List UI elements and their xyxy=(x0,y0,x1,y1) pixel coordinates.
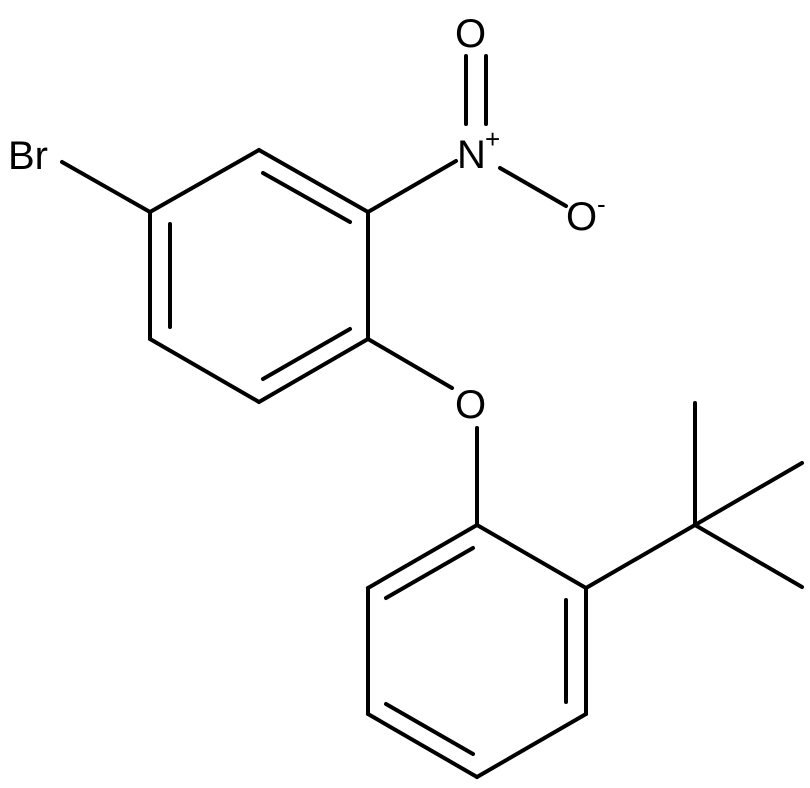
bond-methyl-right-down xyxy=(693,523,804,589)
bond-ring2-c6-c1-inner xyxy=(384,546,475,600)
bond-ring2-c3-c4 xyxy=(475,712,588,779)
atom-o-ether: O xyxy=(455,383,486,427)
tert-butyl-group xyxy=(584,401,804,590)
bond-ring2-c4-c5 xyxy=(366,712,479,779)
bond-ring1-c4-c5 xyxy=(257,337,370,404)
tert-butylphenyl-ring xyxy=(366,523,588,779)
bond-ring2-c4-c5-inner xyxy=(384,702,475,756)
bond-ring1-c1-c2 xyxy=(148,148,261,214)
bromonitrophenyl-ring xyxy=(148,148,370,404)
atom-br: Br xyxy=(8,134,48,178)
bond-ring1-c2-c3-inner xyxy=(261,171,352,224)
bond-ring1-c4-c5-inner xyxy=(261,327,352,381)
atom-o-double: O xyxy=(455,12,486,56)
bond-ring1-c5-c6 xyxy=(148,337,261,404)
bond-methyl-right-up xyxy=(693,461,804,527)
atom-n: N xyxy=(457,133,486,177)
bond-c-n xyxy=(366,159,458,214)
bond-ring2-c1-c2 xyxy=(475,523,588,590)
bond-ring1-c2-c3 xyxy=(257,148,370,214)
bond-n-o-single xyxy=(498,166,568,208)
bond-ring-to-quaternary-c xyxy=(584,523,697,590)
bond-ring2-c6-c1 xyxy=(366,523,479,590)
atom-o-minus: O xyxy=(566,195,597,239)
bond-c-br xyxy=(60,160,152,214)
bond-c-o-ether xyxy=(366,337,454,390)
charge-n-plus: + xyxy=(485,124,500,154)
charge-o-minus: - xyxy=(597,189,606,219)
